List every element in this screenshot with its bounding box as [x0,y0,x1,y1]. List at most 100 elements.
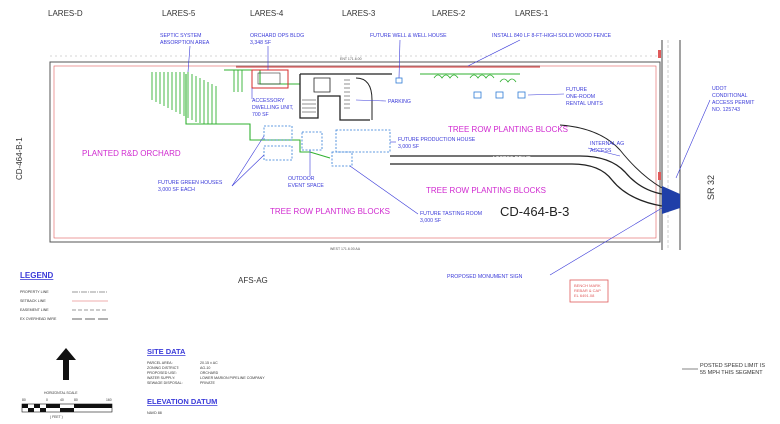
site-data-val-5: PRIVATE [200,381,215,385]
scale-tick-5: 160 [106,398,112,402]
top-label-lares-3: LARES-3 [342,9,376,18]
callout-tasting-1: FUTURE TASTING ROOM [420,211,482,217]
parking-island [313,77,331,93]
zone-tree-row-3: TREE ROW PLANTING BLOCKS [270,207,390,216]
callout-septic-1: SEPTIC SYSTEM [160,33,202,39]
scale-tick-4: 80 [74,398,78,402]
legend-item-2: SETBACK LINE [20,299,46,303]
parcel-id-label: CD-464-B-3 [500,204,569,219]
site-data-key-4: WATER SUPPLY: [147,376,175,380]
rental-units [473,91,526,99]
parking-lot-outline [299,73,392,121]
zone-tree-row-1: TREE ROW PLANTING BLOCKS [448,125,568,134]
callout-udot-1: UDOT [712,86,728,92]
callout-outdoor-2: EVENT SPACE [288,183,324,189]
callout-tasting-2: 3,000 SF [420,218,441,224]
rental-landscape [433,74,517,83]
scale-bar [21,403,113,413]
site-data-val-3: ORCHARD [200,371,219,375]
water-line [185,74,331,159]
scale-unit: ( FEET ) [50,415,63,419]
future-buildings [263,125,391,167]
parking-stalls [302,79,350,113]
top-label-lares-4: LARES-4 [250,9,284,18]
callout-rental-2: ONE-ROOM [566,94,595,100]
orchard-ops-building [251,69,289,89]
callout-production-2: 3,000 SF [398,144,419,150]
greenhouse-1 [263,125,293,141]
tasting-room [331,151,353,167]
callout-internal-ag-1: INTERNAL AG [590,141,624,147]
callout-access-drive: ACCESS DRIVE [492,156,531,162]
top-label-lares-d: LARES-D [48,9,83,18]
top-label-lares-5: LARES-5 [162,9,196,18]
north-label: NORTH [59,367,63,378]
callout-production-1: FUTURE PRODUCTION HOUSE [398,137,476,143]
access-drive-north-edge [390,155,663,195]
internal-ag-access [559,124,663,189]
production-house [335,129,391,153]
site-data-title: SITE DATA [147,347,186,356]
zone-tree-row-2: TREE ROW PLANTING BLOCKS [426,186,546,195]
site-data-key-5: SEWAGE DISPOSAL: [147,381,183,385]
orchard-green-lines [151,70,243,124]
north-bearing: ENT 171.6.00 [340,57,362,61]
south-neighbor-label: AFS-AG [238,276,268,285]
callout-rental-3: RENTAL UNITS [566,101,603,107]
bench-2: REBAR & CAP [574,288,601,293]
callout-fence: INSTALL 840 LF 8-FT-HIGH SOLID WOOD FENC… [492,33,612,39]
property-boundary [49,61,661,243]
scale-tick-1: 80 [22,398,26,402]
site-data-val-1: 20.15 ± AC [200,361,218,365]
posted-speed-1: POSTED SPEED LIMIT IS [700,363,765,369]
parking-curb [355,77,373,120]
callout-accessory-2: DWELLING UNIT, [252,105,294,111]
bench-mark-box [569,279,609,303]
orchard-ops-footprint [257,72,281,85]
callout-septic-2: ABSORPTION AREA [160,40,210,46]
callout-rental-1: FUTURE [566,87,588,93]
highway-label: SR 32 [706,175,716,200]
callout-greenhouses-1: FUTURE GREEN HOUSES [158,180,223,186]
outdoor-event-space [301,131,323,151]
greenhouse-2 [263,145,293,161]
scale-tick-3: 40 [60,398,64,402]
site-data-key-2: ZONING DISTRICT: [147,366,179,370]
highway-marker-1 [658,50,661,58]
site-data-val-2: AG-10 [200,366,210,370]
legend-item-4: EX OVERHEAD WIRE [20,317,57,321]
callout-parking: PARKING [388,99,411,105]
callout-accessory-3: 700 SF [252,112,269,118]
callout-greenhouses-2: 3,000 SF EACH [158,187,195,193]
elevation-datum-title: ELEVATION DATUM [147,397,217,406]
legend-title: LEGEND [20,271,54,280]
posted-speed-2: 55 MPH THIS SEGMENT [700,370,763,376]
water-line-north [224,69,300,85]
callout-udot-2: CONDITIONAL [712,93,748,99]
legend-item-3: EASEMENT LINE [20,308,49,312]
scale-title: HORIZONTAL SCALE [44,391,78,395]
bench-1: BENCH MARK [574,283,601,288]
highway-marker-2 [658,172,661,180]
access-drive-south-edge [390,163,663,207]
callout-ops-2: 3,348 SF [250,40,271,46]
monument-sign [662,186,680,214]
callout-well: FUTURE WELL & WELL HOUSE [370,33,447,39]
site-data-key-3: PROPOSED USE: [147,371,177,375]
bench-3: EL 6491.08 [574,293,595,298]
site-data-val-4: LOWER MARION PIPELINE COMPANY [200,376,265,380]
zone-orchard: PLANTED R&D ORCHARD [82,149,181,158]
callout-outdoor-1: OUTDOOR [288,176,315,182]
site-data-key-1: PARCEL AREA: [147,361,173,365]
elevation-datum-value: NAVD 88 [147,411,162,415]
callout-udot-3: ACCESS PERMIT [712,100,755,106]
callout-accessory-1: ACCESSORY [252,98,285,104]
callout-udot-4: NO. 125743 [712,107,740,113]
well-house [395,77,403,84]
top-label-lares-1: LARES-1 [515,9,549,18]
legend-item-1: PROPERTY LINE [20,290,49,294]
south-bearing: WEST 171.6.00 AA [330,247,361,251]
scale-tick-2: 0 [46,398,48,402]
